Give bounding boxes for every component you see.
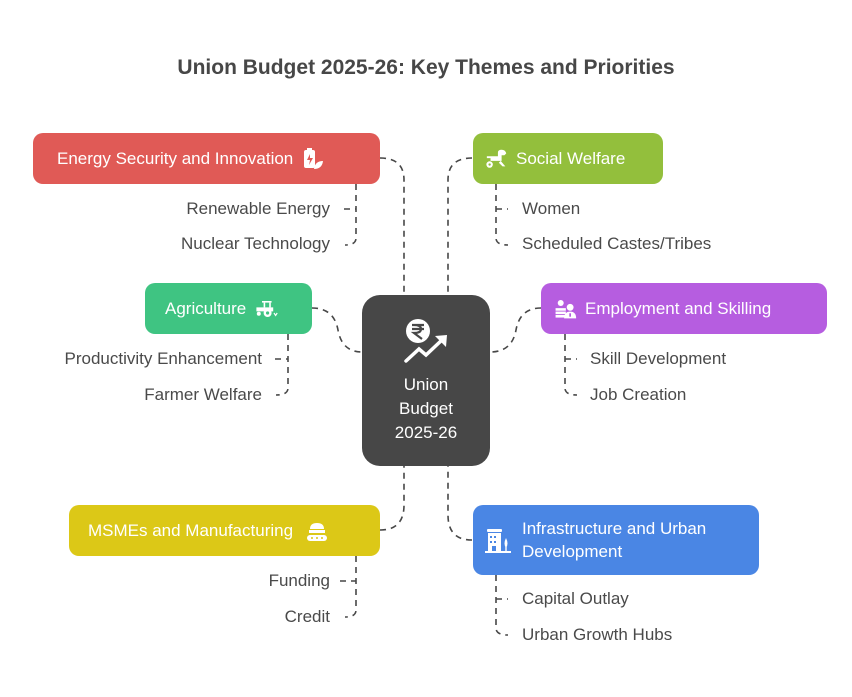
- theme-agriculture[interactable]: Agriculture: [145, 283, 312, 334]
- connector-energy: [379, 157, 405, 295]
- diagram-title: Union Budget 2025-26: Key Themes and Pri…: [177, 56, 675, 79]
- dog-wheel-icon: [485, 147, 509, 171]
- theme-social-welfare[interactable]: Social Welfare: [473, 133, 663, 184]
- central-topic-line: 2025-26: [394, 423, 458, 442]
- connector-employment-sub: [564, 334, 578, 396]
- connector-agriculture: [311, 307, 363, 353]
- subtopic-credit: Credit: [284, 607, 330, 626]
- connector-agriculture-sub: [275, 334, 289, 396]
- subtopic-renewable-energy: Renewable Energy: [186, 199, 330, 218]
- battery-leaf-icon: [301, 147, 325, 171]
- theme-infrastructure-urban-development[interactable]: Infrastructure and Urban Development: [473, 505, 759, 575]
- people-icon: [553, 297, 577, 321]
- subtopic-nuclear-technology: Nuclear Technology: [181, 234, 330, 253]
- subtopic-capital-outlay: Capital Outlay: [522, 589, 629, 608]
- tractor-icon: [254, 297, 278, 321]
- connector-msme: [379, 466, 405, 531]
- theme-label-line: Infrastructure and Urban: [522, 519, 707, 538]
- rupee-growth-icon: [401, 317, 451, 367]
- theme-label-line: Development: [522, 542, 623, 561]
- theme-employment-skilling[interactable]: Employment and Skilling: [541, 283, 827, 334]
- connector-infra: [447, 466, 473, 541]
- central-topic-line: Union: [403, 375, 449, 394]
- theme-label: Agriculture: [165, 298, 247, 318]
- subtopic-women: Women: [522, 199, 581, 218]
- conveyor-icon: [305, 519, 329, 543]
- subtopic-farmer-welfare: Farmer Welfare: [144, 385, 262, 404]
- subtopic-job-creation: Job Creation: [590, 385, 687, 404]
- subtopic-skill-development: Skill Development: [590, 349, 727, 368]
- subtopic-funding: Funding: [268, 571, 330, 590]
- theme-msmes-manufacturing[interactable]: MSMEs and Manufacturing: [69, 505, 380, 556]
- theme-label: Employment and Skilling: [585, 298, 772, 318]
- building-tree-icon: [484, 526, 512, 554]
- subtopic-scheduled-castes-tribes: Scheduled Castes/Tribes: [522, 234, 712, 253]
- subtopic-urban-growth-hubs: Urban Growth Hubs: [522, 625, 673, 644]
- central-topic-line: Budget: [399, 399, 453, 418]
- subtopic-productivity-enhancement: Productivity Enhancement: [64, 349, 263, 368]
- connector-social-sub: [495, 184, 509, 246]
- connector-energy-sub: [344, 184, 357, 246]
- theme-energy-security[interactable]: Energy Security and Innovation: [33, 133, 380, 184]
- theme-label: Social Welfare: [516, 148, 626, 168]
- connector-msme-sub: [344, 556, 357, 618]
- theme-label: MSMEs and Manufacturing: [88, 520, 294, 540]
- theme-label: Energy Security and Innovation: [57, 148, 294, 168]
- connector-infra-sub: [495, 575, 509, 636]
- central-topic-union-budget[interactable]: Union Budget 2025-26: [362, 295, 490, 466]
- connector-social: [447, 157, 473, 295]
- connector-employment: [489, 307, 542, 353]
